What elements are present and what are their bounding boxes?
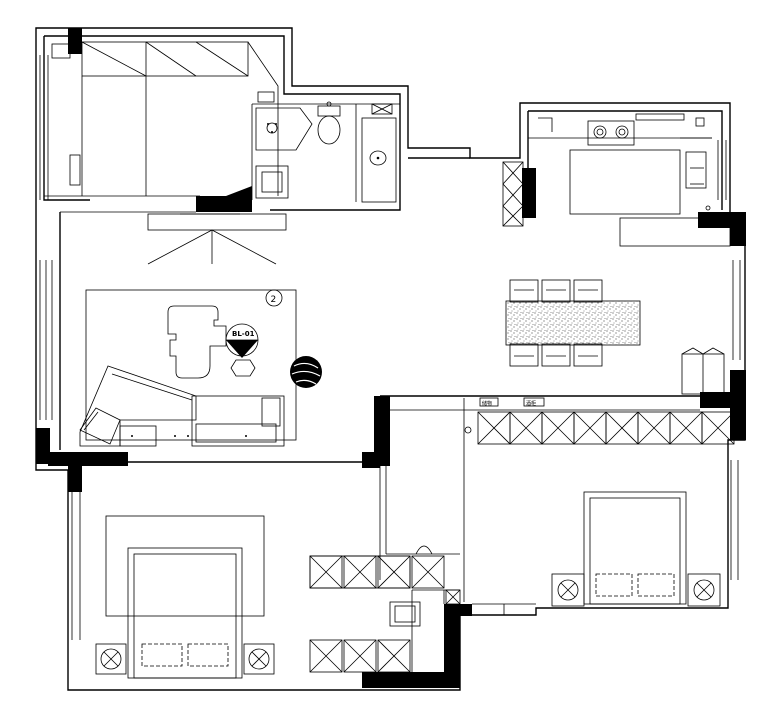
wall-cabinet-row: 储物 酒柜 <box>380 395 735 602</box>
cabinet-label-1: 储物 <box>482 400 492 407</box>
left-window <box>39 55 53 420</box>
nightstand-left-a <box>95 643 127 675</box>
structural-columns <box>36 28 746 688</box>
bedroom-window-left <box>71 490 81 640</box>
exterior-walls <box>35 27 746 691</box>
plant-icon <box>290 356 322 388</box>
bedroom-right <box>472 491 721 615</box>
sofa-icon <box>79 365 285 447</box>
living-badge <box>265 289 283 307</box>
cabinet-label-2: 酒柜 <box>526 400 536 407</box>
elevation-tag: BL-01 <box>225 323 259 377</box>
elevation-tag-text: BL-01 <box>232 330 255 338</box>
bedroom-left <box>82 461 364 679</box>
nightstand-right-b <box>687 573 721 607</box>
living-room: 2 BL-01 <box>59 211 322 450</box>
toilet-icon <box>317 101 341 145</box>
side-cabinet <box>681 347 725 395</box>
bed-icon-right <box>583 491 687 605</box>
lamp-icon <box>147 213 287 265</box>
rug <box>85 289 297 441</box>
tall-cabinet <box>502 161 524 227</box>
kitchen <box>502 113 731 247</box>
nightstand-left-b <box>243 643 275 675</box>
washer-icon <box>255 165 289 199</box>
sink-icon <box>361 117 397 203</box>
kitchen-sink-icon <box>685 151 707 189</box>
shower-icon <box>255 107 313 151</box>
corridor <box>309 410 461 673</box>
nightstand-right-a <box>551 573 585 607</box>
coffee-table-icon <box>167 305 227 379</box>
living-badge-text: 2 <box>271 295 277 305</box>
right-window <box>717 140 741 580</box>
stove-icon <box>587 120 635 146</box>
bathroom <box>251 91 400 203</box>
top-left-room <box>44 41 279 197</box>
dining-table-icon <box>505 279 641 367</box>
bed-icon <box>127 547 243 679</box>
